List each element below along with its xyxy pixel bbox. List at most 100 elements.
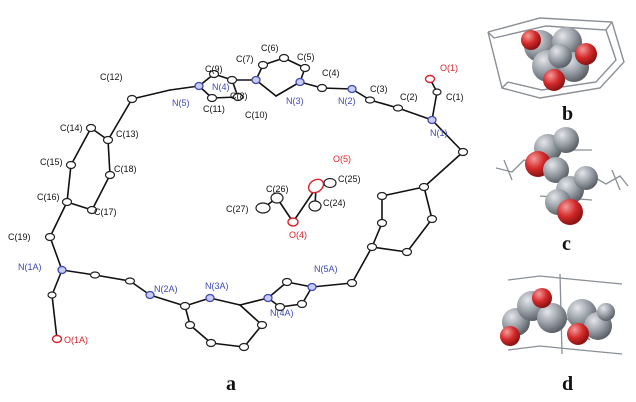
atom-N4A: [263, 293, 273, 303]
atom-C7: [257, 60, 269, 70]
atom-C4A: [179, 301, 191, 311]
panel-c-spacefill: c: [495, 127, 629, 255]
label-N5: N(5): [172, 98, 190, 108]
atom-C25: [323, 177, 337, 189]
label-O4: O(4): [289, 230, 307, 240]
atom-C13: [102, 135, 114, 145]
label-N2: N(2): [338, 96, 356, 106]
atom-C3A: [124, 277, 136, 285]
atom-C11: [206, 93, 218, 103]
atom-C2: [392, 104, 404, 112]
atom-C7A: [238, 342, 250, 352]
atom-C26: [270, 192, 284, 204]
label-C26: C(26): [266, 184, 289, 194]
label-C12: C(12): [100, 72, 123, 82]
atom-N5: [194, 81, 204, 91]
panel-label-d: d: [562, 373, 573, 395]
label-C14: C(14): [60, 123, 83, 133]
label-N3A: N(3A): [205, 281, 229, 291]
atom-C8: [232, 92, 244, 102]
atom-C1A-methyl: [47, 291, 57, 299]
atom-C14: [85, 123, 97, 133]
atom-N1: [427, 115, 437, 125]
label-C27: C(27): [226, 204, 249, 214]
atom-C16: [61, 197, 73, 207]
atom-C2A: [89, 271, 101, 279]
label-O1A: O(1A): [64, 335, 88, 345]
panel-d-spacefill: d: [500, 273, 623, 395]
label-C10: C(10): [245, 110, 268, 120]
panel-b-framework: [487, 17, 625, 99]
label-C7: C(7): [236, 54, 254, 64]
atom-C6A: [205, 338, 217, 348]
label-C25: C(25): [338, 174, 361, 184]
panel-c-guest: [525, 127, 598, 225]
atom-N2A: [145, 290, 155, 300]
oxygen-atoms: [51, 74, 436, 344]
atom-N5A: [307, 282, 317, 292]
atom-C10: [226, 75, 238, 85]
label-N5A: N(5A): [314, 264, 338, 274]
label-C24: C(24): [323, 198, 346, 208]
label-C2: C(2): [400, 92, 418, 102]
label-C15: C(15): [40, 157, 63, 167]
label-C8: C(8): [230, 91, 248, 101]
atom-N3: [295, 77, 305, 87]
atom-C4: [316, 83, 328, 93]
atom-C3: [364, 96, 376, 104]
label-N2A: N(2A): [154, 284, 178, 294]
atom-ellipsoids: [44, 53, 469, 352]
label-C16: C(16): [37, 192, 60, 202]
label-N1: N(1): [430, 128, 448, 138]
atom-C10A: [296, 299, 308, 309]
panel-a-ortep: O(1) C(1) C(2) C(3) C(4) C(5) C(6) C(7) …: [8, 43, 469, 395]
atom-N2: [347, 84, 357, 94]
label-C13: C(13): [116, 129, 139, 139]
atom-C24: [308, 200, 322, 212]
atom-C1: [432, 88, 442, 96]
label-O5: O(5): [333, 154, 351, 164]
panel-label-b: b: [562, 103, 573, 125]
atom-N1A: [57, 265, 67, 275]
atom-O5: [307, 178, 325, 194]
atom-N3A: [205, 293, 215, 303]
atom-O1A: [51, 334, 63, 344]
atom-C9: [208, 69, 220, 79]
atom-O4: [287, 217, 299, 227]
atom-C27: [255, 202, 271, 214]
atom-C12: [126, 94, 138, 104]
atom-C11A: [274, 302, 286, 312]
atom-C5: [299, 63, 311, 73]
atom-O1: [424, 74, 436, 84]
label-N4A: N(4A): [270, 308, 294, 318]
label-C6: C(6): [261, 43, 279, 53]
panel-b-spacefill: b: [487, 17, 625, 125]
label-N3: N(3): [286, 96, 304, 106]
atom-C8A: [256, 320, 268, 330]
label-C5: C(5): [297, 52, 315, 62]
label-O1: O(1): [440, 63, 458, 73]
atom-C19: [44, 232, 56, 242]
atom-N4: [251, 75, 261, 85]
label-C19: C(19): [8, 232, 31, 242]
label-C1: C(1): [446, 92, 464, 102]
atom-C18: [104, 170, 116, 180]
atom-C5A: [184, 320, 196, 330]
atom-C19A: [457, 147, 469, 157]
atom-C13A: [366, 242, 378, 252]
atom-label-layer: O(1) C(1) C(2) C(3) C(4) C(5) C(6) C(7) …: [8, 43, 464, 345]
label-C4: C(4): [322, 68, 340, 78]
atom-C15A: [376, 191, 388, 201]
label-C9: C(9): [205, 64, 223, 74]
atom-C15: [65, 160, 77, 170]
atom-C6: [278, 53, 290, 63]
panel-label-c: c: [562, 233, 571, 255]
atom-C18A: [401, 247, 413, 257]
atom-C17A: [426, 214, 438, 224]
panel-b-guest: [521, 27, 597, 91]
atom-C12A: [346, 278, 358, 288]
label-C18: C(18): [114, 164, 137, 174]
atom-C9A: [281, 277, 293, 287]
atom-C17: [86, 205, 98, 215]
